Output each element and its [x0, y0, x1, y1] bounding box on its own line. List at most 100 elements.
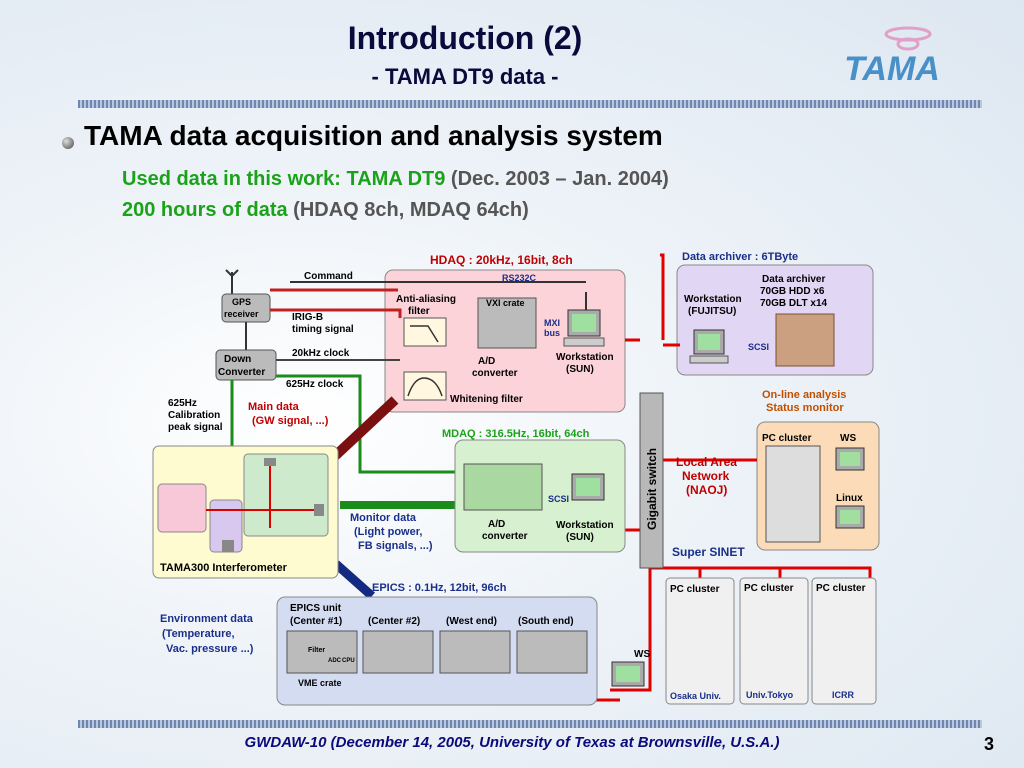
antialias-filter-block: [403, 317, 447, 347]
gigabit-label: Gigabit switch: [645, 448, 659, 530]
archiver-line2: 70GB HDD x6: [760, 286, 825, 297]
lan-line3: (NAOJ): [686, 483, 727, 497]
archiver-scsi-label: SCSI: [748, 342, 769, 352]
section-heading: TAMA data acquisition and analysis syste…: [84, 120, 663, 151]
clock625-label: 625Hz clock: [286, 379, 344, 390]
ad2-line1: A/D: [488, 519, 505, 530]
bullet-icon: [62, 137, 74, 149]
cal-line3: peak signal: [168, 422, 223, 433]
ad1-line2: converter: [472, 368, 518, 379]
antialias-line1: Anti-aliasing: [396, 294, 456, 305]
hdaq-title: HDAQ : 20kHz, 16bit, 8ch: [430, 253, 573, 267]
tama300-label: TAMA300 Interferometer: [160, 562, 288, 574]
slide-subtitle: - TAMA DT9 data -: [371, 64, 559, 89]
tama-logo: TAMA: [844, 26, 940, 88]
mdaq-title: MDAQ : 316.5Hz, 16bit, 64ch: [442, 428, 590, 440]
vxi-label: VXI crate: [486, 298, 525, 308]
maindata-line2: (GW signal, ...): [252, 415, 329, 427]
clock20k-label: 20kHz clock: [292, 348, 350, 359]
hours-line: 200 hours of data (HDAQ 8ch, MDAQ 64ch): [122, 199, 529, 222]
site-osaka: Osaka Univ.: [670, 691, 721, 701]
cal-line2: Calibration: [168, 410, 220, 421]
used-data-period: (Dec. 2003 – Jan. 2004): [450, 168, 669, 190]
ws-sun2-line1: Workstation: [556, 520, 614, 531]
ws-sun1-line2: (SUN): [566, 364, 594, 375]
antenna-icon: [225, 269, 239, 278]
epics-unit-center2: (Center #2): [368, 616, 420, 627]
vxi-crate: [477, 297, 537, 349]
mxi-line2: bus: [544, 328, 560, 338]
whitening-filter-block: [403, 371, 447, 401]
epics-unit-south: (South end): [518, 616, 574, 627]
vme-crate-label: VME crate: [298, 678, 342, 688]
command-label: Command: [304, 271, 353, 282]
ws-fujitsu-line1: Workstation: [684, 294, 742, 305]
gps-line1: GPS: [232, 297, 251, 307]
used-data-label: Used data in this work: TAMA DT9: [122, 168, 446, 190]
ad2-line2: converter: [482, 531, 528, 542]
online-pc-rack: [765, 445, 821, 543]
ad1-line1: A/D: [478, 356, 495, 367]
epics-ws-label: WS: [634, 649, 650, 660]
cal-line1: 625Hz: [168, 398, 197, 409]
remote-clusters: [665, 577, 877, 705]
cluster2-label: PC cluster: [744, 583, 794, 594]
site-icrr: ICRR: [832, 690, 854, 700]
antialias-line2: filter: [408, 306, 430, 317]
logo-text: TAMA: [844, 50, 940, 88]
lan-line2: Network: [682, 469, 730, 483]
online-ws-label: WS: [840, 433, 856, 444]
vme-crates: [286, 630, 588, 674]
irig-line1: IRIG-B: [292, 312, 323, 323]
archiver-storage: [775, 313, 835, 367]
footer-text: GWDAW-10 (December 14, 2005, University …: [244, 734, 780, 751]
epics-box: [276, 596, 598, 706]
mxi-line1: MXI: [544, 318, 560, 328]
archiver-line3: 70GB DLT x14: [760, 298, 827, 309]
online-line2: Status monitor: [766, 402, 844, 414]
used-data-line: Used data in this work: TAMA DT9 (Dec. 2…: [122, 168, 669, 191]
gps-line2: receiver: [224, 309, 259, 319]
down-line1: Down: [224, 354, 251, 365]
monitor-line1: Monitor data: [350, 512, 417, 524]
hours-label: 200 hours of data: [122, 199, 288, 221]
archiver-line1: Data archiver: [762, 274, 825, 285]
cluster1-label: PC cluster: [670, 584, 720, 595]
env-line3: Vac. pressure ...): [166, 643, 254, 655]
online-line1: On-line analysis: [762, 389, 846, 401]
whitening-label: Whitening filter: [450, 394, 523, 405]
epics-title: EPICS : 0.1Hz, 12bit, 96ch: [372, 582, 507, 594]
cluster3-label: PC cluster: [816, 583, 866, 594]
hours-channels: (HDAQ 8ch, MDAQ 64ch): [293, 199, 529, 221]
vme-cpu-label: CPU: [342, 658, 355, 664]
ws-sun2-line2: (SUN): [566, 532, 594, 543]
down-converter: [215, 349, 277, 381]
monitor-line3: FB signals, ...): [358, 540, 433, 552]
bottom-divider-band: [78, 720, 982, 728]
online-linux-label: Linux: [836, 493, 863, 504]
down-line2: Converter: [218, 367, 265, 378]
archiver-title: Data archiver : 6TByte: [682, 251, 798, 263]
page-number: 3: [984, 734, 995, 754]
lan-line1: Local Area: [676, 455, 737, 469]
epics-unit-line2: (Center #1): [290, 616, 342, 627]
env-line1: Environment data: [160, 613, 254, 625]
top-divider-band: [78, 100, 982, 108]
online-pc-cluster: PC cluster: [762, 433, 812, 444]
ws-sun1-line1: Workstation: [556, 352, 614, 363]
epics-unit-line1: EPICS unit: [290, 603, 342, 614]
env-line2: (Temperature,: [162, 628, 235, 640]
vme-adc-label: ADC: [328, 658, 342, 664]
mdaq-scsi-label: SCSI: [548, 494, 569, 504]
monitor-line2: (Light power,: [354, 526, 422, 538]
ws-fujitsu-line2: (FUJITSU): [688, 306, 736, 317]
maindata-line1: Main data: [248, 401, 300, 413]
super-sinet-label: Super SINET: [672, 545, 745, 559]
site-tokyo: Univ.Tokyo: [746, 690, 794, 700]
mdaq-ad-crate: [463, 463, 543, 511]
irig-line2: timing signal: [292, 324, 354, 335]
vme-filter-label: Filter: [308, 647, 325, 654]
gigabit-switch: [639, 392, 664, 569]
epics-unit-west: (West end): [446, 616, 497, 627]
